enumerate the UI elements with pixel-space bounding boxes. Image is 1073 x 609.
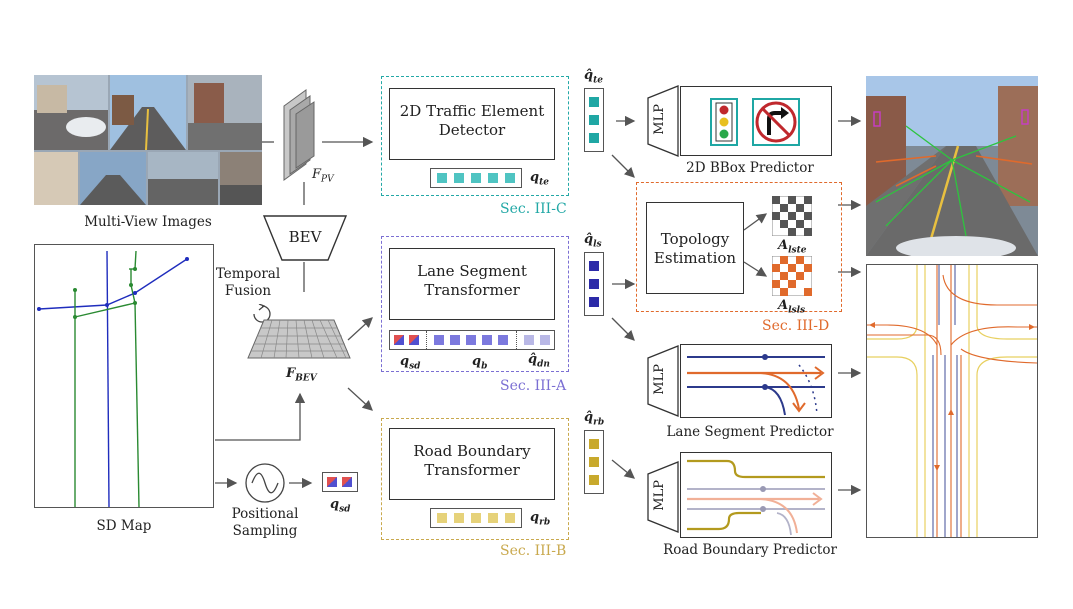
road-transformer-title: Road Boundary Transformer [413, 442, 531, 479]
bbox-predictor-label: 2D BBox Predictor [686, 160, 814, 176]
lane-module-frame [381, 236, 569, 372]
traffic-detector-box [389, 88, 555, 160]
sd-map-roads [37, 250, 189, 508]
q-b-label: qb [472, 354, 488, 372]
f-pv-label: FPV [312, 167, 334, 185]
qsd-label-sampling: qsd [330, 497, 351, 515]
positional-sampling-label: Positional Sampling [231, 506, 299, 539]
f-bev-label: FBEV [286, 366, 317, 384]
q-rb-token-box [430, 508, 522, 528]
mlp-trapezoid-bbox [647, 85, 679, 157]
traffic-signs-icon [710, 98, 800, 146]
q-te-label: qte [530, 170, 549, 188]
topology-box [646, 202, 744, 294]
topology-frame [636, 182, 842, 312]
bev-encoder [262, 215, 348, 261]
topology-section-label: Sec. III-D [762, 318, 830, 334]
road-transformer-box [389, 428, 555, 500]
q-ls-hat-column [584, 252, 604, 316]
lane-curves-icon [687, 354, 825, 416]
arrow-sd-bev [215, 392, 306, 441]
q-te-token-box [430, 168, 522, 188]
mlp-trapezoid-lane [647, 345, 679, 417]
arrow-qrb-road [611, 459, 636, 479]
lane-transformer-title: Lane Segment Transformer [417, 262, 527, 299]
output-bev-map [866, 264, 1038, 538]
sd-map [34, 244, 214, 508]
output-camera-view [866, 76, 1038, 256]
arrow-topo-alsls [743, 261, 768, 277]
bbox-predictor-box [680, 86, 832, 156]
road-predictor-box [680, 452, 832, 538]
sdmap-label: SD Map [96, 518, 152, 534]
output-camera-scene [866, 76, 1038, 256]
traffic-detector-title: 2D Traffic Element Detector [399, 102, 545, 139]
bev-grid-icon [247, 319, 351, 359]
mlp-trapezoid-road [647, 461, 679, 533]
a-lsls-matrix-icon [772, 256, 812, 296]
a-lste-label: Alste [778, 238, 807, 256]
q-sd-label: qsd [400, 354, 421, 372]
mlp-label-lane: MLP [652, 364, 667, 395]
q-rb-hat-label: q̂rb [584, 410, 605, 428]
road-boundary-icon [687, 459, 825, 536]
lane-section-label: Sec. III-A [500, 378, 567, 394]
mlp-label-road: MLP [652, 480, 667, 511]
traffic-module-frame [381, 76, 569, 196]
lane-transformer-box [389, 248, 555, 320]
a-lsls-label: Alsls [778, 298, 806, 316]
bev-label: BEV [288, 228, 322, 246]
qsd-token-box [322, 472, 358, 492]
arrow-bev-road [347, 387, 373, 411]
pv-feature-icon [283, 89, 315, 181]
q-rb-label: qrb [530, 510, 551, 528]
multi-view-images [34, 75, 262, 205]
multiview-label: Multi-View Images [84, 214, 212, 230]
q-te-hat-column [584, 88, 604, 152]
arrow-qls-lane [611, 317, 635, 341]
road-section-label: Sec. III-B [500, 543, 567, 559]
mlp-label-bbox: MLP [652, 104, 667, 135]
q-dn-label: q̂dn [528, 352, 550, 370]
lane-predictor-box [680, 344, 832, 418]
q-rb-hat-column [584, 430, 604, 494]
road-predictor-label: Road Boundary Predictor [663, 542, 837, 558]
a-lste-matrix-icon [772, 196, 812, 236]
road-module-frame [381, 418, 569, 540]
arrow-topo-alste [743, 213, 768, 231]
output-bev-lanes [867, 265, 1038, 537]
lane-predictor-label: Lane Segment Predictor [666, 424, 834, 440]
temporal-fusion-label: Temporal Fusion [215, 266, 281, 299]
arrow-bev-lane [347, 317, 373, 341]
camera-views-icon [34, 75, 262, 205]
arrow-qte-topo [611, 154, 635, 178]
sine-wave-icon [245, 463, 285, 503]
topology-title: Topology Estimation [653, 230, 737, 267]
q-ls-hat-label: q̂ls [584, 232, 602, 250]
lane-query-box [389, 330, 555, 350]
traffic-section-label: Sec. III-C [500, 201, 567, 217]
q-te-hat-label: q̂te [584, 68, 603, 86]
